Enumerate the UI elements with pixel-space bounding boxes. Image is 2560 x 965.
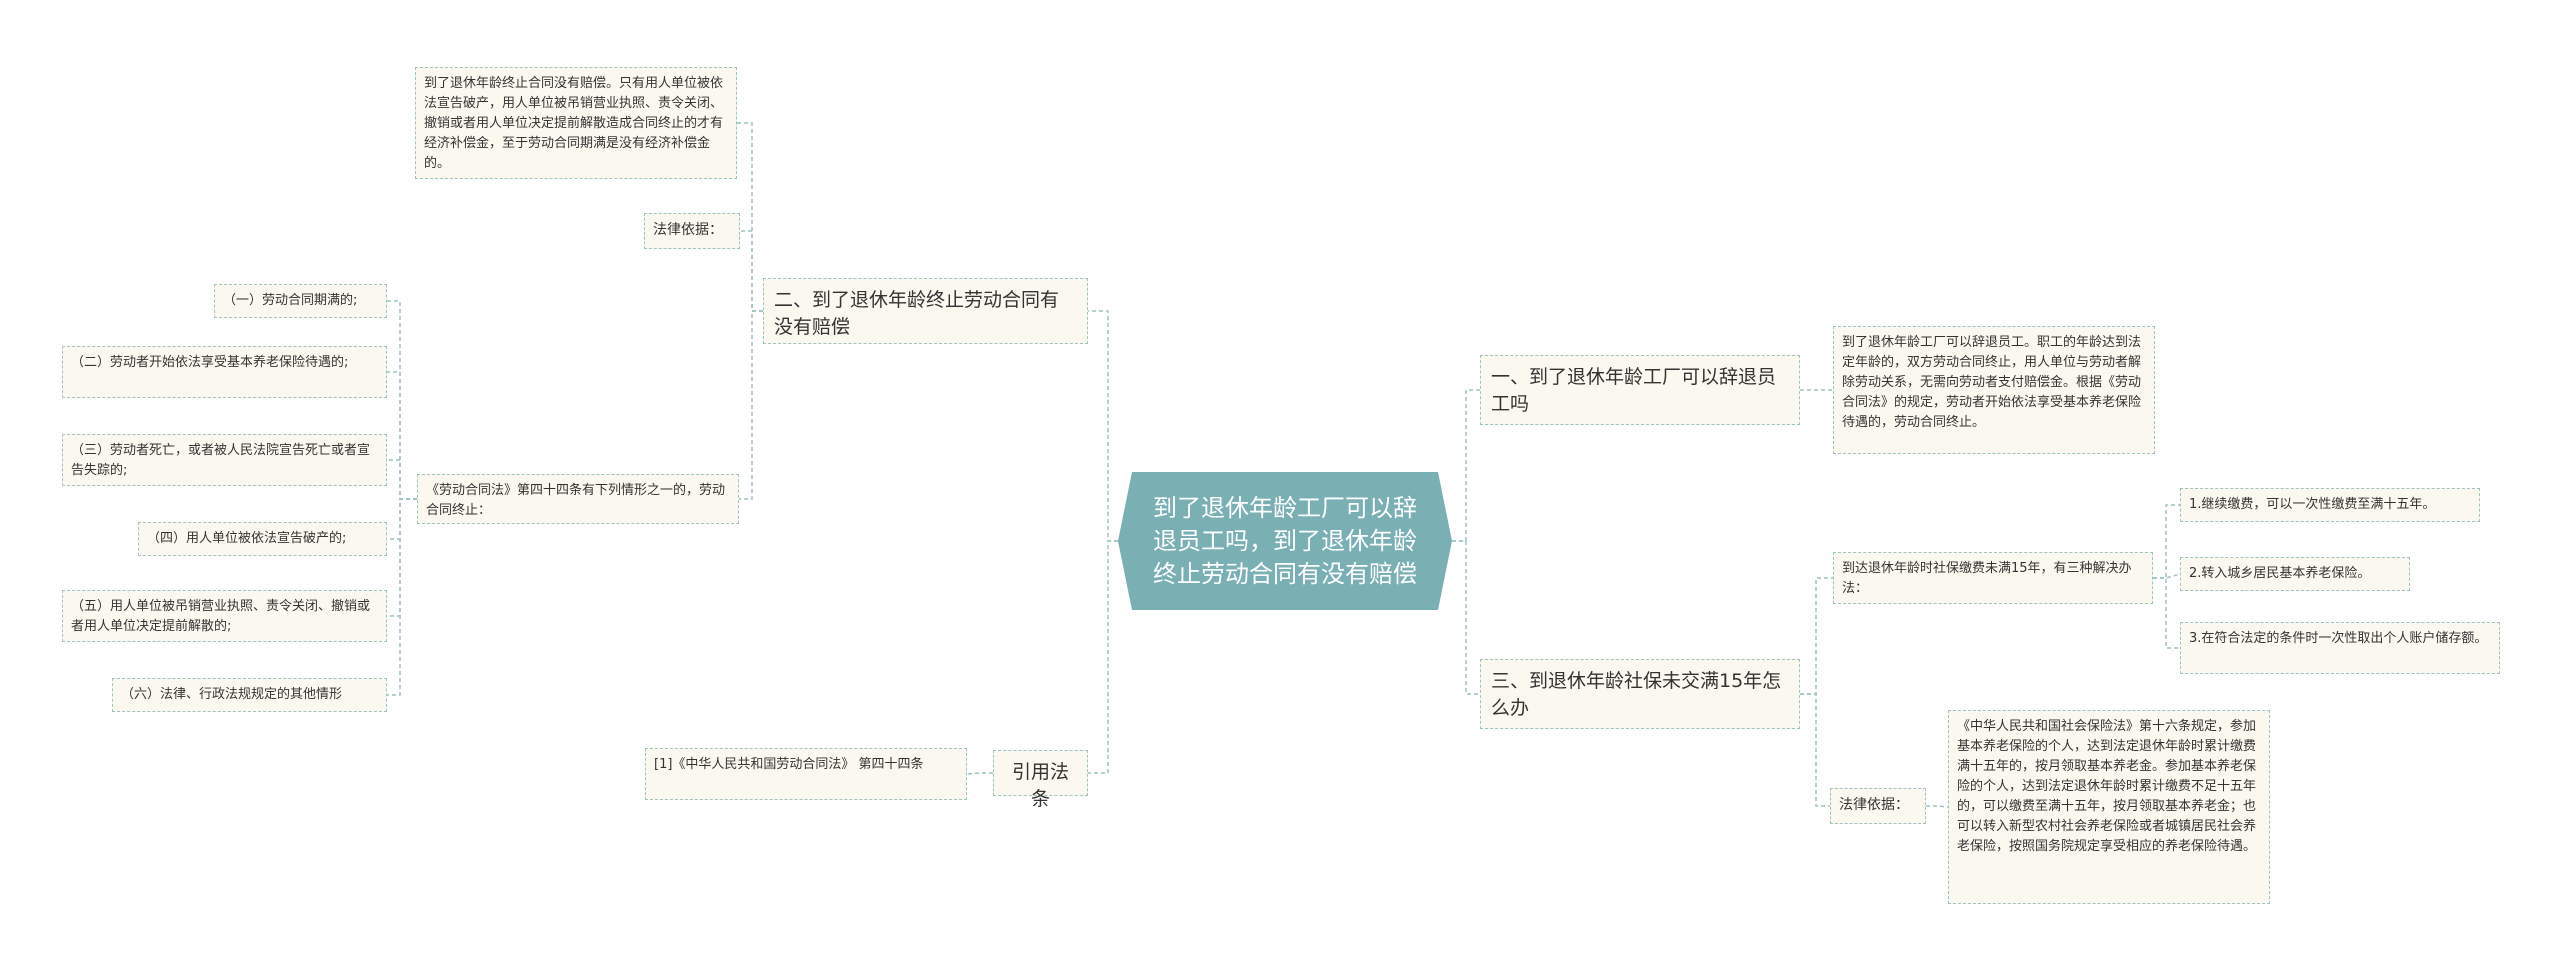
- central-hexagon-shape: [1118, 472, 1452, 610]
- legal-basis-label-left[interactable]: 法律依据：: [644, 213, 740, 249]
- article-44-node-text: 《劳动合同法》第四十四条有下列情形之一的，劳动合同终止：: [426, 483, 726, 518]
- legal-basis-label-left-text: 法律依据：: [653, 222, 723, 238]
- central-topic[interactable]: 到了退休年龄工厂可以辞退员工吗，到了退休年龄终止劳动合同有没有赔偿: [1118, 472, 1452, 610]
- link-branch2-to-legal-basis: [740, 230, 763, 312]
- no-compensation-explanation[interactable]: 到了退休年龄终止合同没有赔偿。只有用人单位被依法宣告破产，用人单位被吊销营业执照…: [415, 67, 737, 179]
- solution-3-text: 3.在符合法定的条件时一次性取出个人账户储存额。: [2189, 631, 2488, 646]
- termination-item-5-text: （五）用人单位被吊销营业执照、责令关闭、撤销或者用人单位决定提前解散的;: [71, 599, 371, 634]
- solution-1[interactable]: 1.继续缴费，可以一次性缴费至满十五年。: [2180, 488, 2480, 522]
- no-compensation-explanation-text: 到了退休年龄终止合同没有赔偿。只有用人单位被依法宣告破产，用人单位被吊销营业执照…: [424, 76, 724, 171]
- legal-basis-label-right-text: 法律依据：: [1839, 797, 1909, 813]
- termination-item-2-text: （二）劳动者开始依法享受基本养老保险待遇的;: [71, 355, 349, 370]
- termination-item-3[interactable]: （三）劳动者死亡，或者被人民法院宣告死亡或者宣告失踪的;: [62, 434, 387, 486]
- link-branch2-to-note: [737, 122, 763, 312]
- article-44-node[interactable]: 《劳动合同法》第四十四条有下列情形之一的，劳动合同终止：: [417, 474, 739, 524]
- citation-item[interactable]: [1]《中华人民共和国劳动合同法》 第四十四条: [645, 748, 967, 800]
- link-center-to-branch1: [1452, 389, 1480, 542]
- citation-item-text: [1]《中华人民共和国劳动合同法》 第四十四条: [654, 757, 924, 772]
- link-article-to-item-4: [387, 498, 417, 540]
- link-center-to-branch3: [1452, 540, 1480, 695]
- solutions-label-text: 到达退休年龄时社保缴费未满15年，有三种解决办法：: [1842, 561, 2132, 596]
- link-solutions-to-method-3: [2153, 577, 2180, 649]
- solution-2[interactable]: 2.转入城乡居民基本养老保险。: [2180, 557, 2410, 591]
- can-dismiss-explanation-text: 到了退休年龄工厂可以辞退员工。职工的年龄达到法定年龄的，双方劳动合同终止，用人单…: [1842, 335, 2142, 430]
- link-article-to-item-1: [387, 300, 417, 500]
- link-article-to-item-6: [387, 498, 417, 696]
- social-insurance-law-text-box[interactable]: 《中华人民共和国社会保险法》第十六条规定，参加基本养老保险的个人，达到法定退休年…: [1948, 710, 2270, 904]
- can-dismiss-explanation[interactable]: 到了退休年龄工厂可以辞退员工。职工的年龄达到法定年龄的，双方劳动合同终止，用人单…: [1833, 326, 2155, 454]
- solution-2-text: 2.转入城乡居民基本养老保险。: [2189, 566, 2371, 581]
- solution-3[interactable]: 3.在符合法定的条件时一次性取出个人账户储存额。: [2180, 622, 2500, 674]
- link-solutions-to-method-1: [2153, 504, 2180, 579]
- solutions-label[interactable]: 到达退休年龄时社保缴费未满15年，有三种解决办法：: [1833, 552, 2153, 604]
- link-article-to-item-3: [387, 459, 417, 500]
- legal-basis-label-right[interactable]: 法律依据：: [1830, 788, 1926, 824]
- solution-1-text: 1.继续缴费，可以一次性缴费至满十五年。: [2189, 497, 2436, 512]
- link-branch2-to-article: [739, 310, 763, 500]
- termination-item-5[interactable]: （五）用人单位被吊销营业执照、责令关闭、撤销或者用人单位决定提前解散的;: [62, 590, 387, 642]
- branch-social-security[interactable]: 三、到退休年龄社保未交满15年怎么办: [1480, 659, 1800, 729]
- branch-no-compensation[interactable]: 二、到了退休年龄终止劳动合同有没有赔偿: [763, 278, 1088, 344]
- link-center-to-branch2: [1088, 310, 1118, 542]
- branch-citation-label: 引用法条: [1011, 761, 1069, 810]
- link-article-to-item-5: [387, 498, 417, 617]
- termination-item-1-text: （一）劳动合同期满的;: [223, 293, 358, 308]
- termination-item-1[interactable]: （一）劳动合同期满的;: [214, 284, 387, 318]
- link-citation-to-item: [966, 772, 993, 775]
- link-legal-basis-to-law-text: [1926, 805, 1949, 808]
- termination-item-6[interactable]: （六）法律、行政法规规定的其他情形: [112, 678, 387, 712]
- link-article-to-item-2: [387, 371, 417, 500]
- branch-can-dismiss-label: 一、到了退休年龄工厂可以辞退员工吗: [1491, 366, 1777, 415]
- branch-citation[interactable]: 引用法条: [993, 750, 1088, 810]
- branch-social-security-label: 三、到退休年龄社保未交满15年怎么办: [1491, 670, 1782, 719]
- link-solutions-to-method-2: [2153, 573, 2181, 579]
- link-center-to-citation: [1088, 540, 1118, 774]
- branch-no-compensation-label: 二、到了退休年龄终止劳动合同有没有赔偿: [774, 289, 1060, 338]
- social-insurance-law-text: 《中华人民共和国社会保险法》第十六条规定，参加基本养老保险的个人，达到法定退休年…: [1957, 719, 2257, 854]
- link-branch3-to-solutions: [1800, 577, 1833, 695]
- termination-item-3-text: （三）劳动者死亡，或者被人民法院宣告死亡或者宣告失踪的;: [71, 443, 371, 478]
- termination-item-6-text: （六）法律、行政法规规定的其他情形: [121, 687, 343, 702]
- central-topic-label: 到了退休年龄工厂可以辞退员工吗，到了退休年龄终止劳动合同有没有赔偿: [1153, 493, 1417, 588]
- termination-item-4-text: （四）用人单位被依法宣告破产的;: [147, 531, 347, 546]
- termination-item-4[interactable]: （四）用人单位被依法宣告破产的;: [138, 522, 387, 556]
- branch-can-dismiss[interactable]: 一、到了退休年龄工厂可以辞退员工吗: [1480, 355, 1800, 425]
- termination-item-2[interactable]: （二）劳动者开始依法享受基本养老保险待遇的;: [62, 346, 387, 398]
- link-branch3-to-legal-basis: [1800, 693, 1830, 807]
